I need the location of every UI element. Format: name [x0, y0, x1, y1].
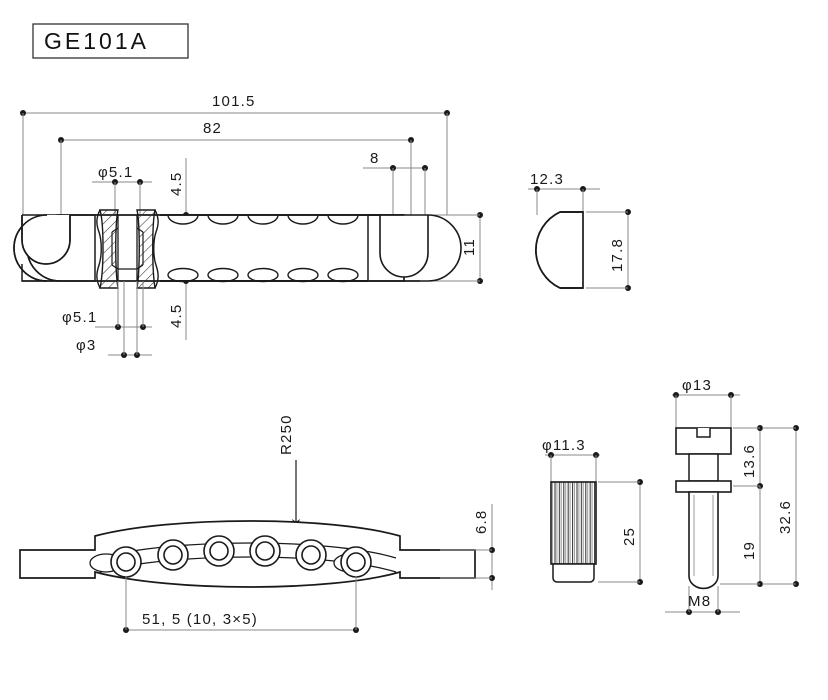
dimension-string-span-label: 51, 5 (10, 3×5) — [142, 611, 258, 628]
string-hole — [340, 546, 372, 578]
dimension-body-height: 11 — [432, 212, 483, 284]
dimension-overall-length-label: 101.5 — [212, 93, 256, 110]
dimension-offset-upper-label: 4.5 — [168, 172, 185, 196]
dimension-bolt-total-length-label: 32.6 — [777, 500, 794, 534]
string-hole — [110, 546, 142, 578]
dimension-bolt-shank-length: 19 — [720, 486, 763, 587]
title-block: GE101A — [32, 23, 189, 59]
bolt-neck — [688, 453, 719, 482]
dimension-bore-small: φ3 — [76, 281, 152, 358]
string-hole — [203, 535, 235, 567]
bolt-view: φ13 13.6 19 32.6 — [665, 377, 799, 615]
side-view: 12.3 17.8 — [528, 171, 631, 291]
dimension-bore-upper-label: φ5.1 — [98, 164, 133, 181]
dimension-hole-span-label: 82 — [203, 120, 222, 137]
dimension-bolt-shank-length-label: 19 — [741, 541, 758, 560]
dimension-side-height-label: 17.8 — [609, 238, 626, 272]
string-hole — [249, 535, 281, 567]
dimension-bolt-head-diameter: φ13 — [672, 377, 740, 428]
string-hole — [295, 539, 327, 571]
dimension-front-thickness-label: 6.8 — [473, 510, 490, 534]
dimension-side-width: 12.3 — [528, 171, 600, 215]
title-box-border — [32, 23, 189, 59]
dimension-thread-spec: M8 — [665, 586, 740, 615]
dimension-stud-diameter: φ11.3 — [542, 437, 600, 486]
string-holes — [110, 535, 372, 578]
dimension-bore-upper: φ5.1 — [92, 164, 152, 215]
dimension-body-height-label: 11 — [461, 238, 478, 256]
scallops-lower — [160, 267, 368, 283]
dimension-overall-length: 101.5 — [20, 93, 450, 215]
stud-view: φ11.3 25 — [542, 437, 643, 585]
bolt-thread-shank — [688, 491, 719, 590]
dimension-stud-height-label: 25 — [621, 527, 638, 546]
dimension-front-thickness: 6.8 — [440, 504, 495, 590]
scallops-upper — [160, 214, 404, 225]
dimension-notch-width-label: 8 — [370, 150, 380, 167]
left-notch — [13, 214, 96, 282]
dimension-stud-height: 25 — [598, 479, 643, 585]
front-view: R250 — [19, 414, 495, 633]
stud-base — [552, 563, 595, 583]
dimension-bore-lower-label: φ5.1 — [62, 309, 97, 326]
dimension-bolt-total-length: 32.6 — [762, 425, 799, 587]
dimension-side-height: 17.8 — [586, 209, 631, 291]
dimension-offset-lower-label: 4.5 — [168, 304, 185, 328]
side-dome-inner-arc — [535, 211, 561, 289]
dimension-bolt-head-length-label: 13.6 — [741, 444, 758, 478]
bolt-collar — [675, 480, 732, 493]
dimension-bore-lower: φ5.1 — [62, 281, 152, 330]
radius-callout: R250 — [278, 414, 301, 529]
part-number-label: GE101A — [44, 28, 149, 54]
dimension-bolt-head-length: 13.6 — [733, 425, 763, 489]
dimension-stud-diameter-label: φ11.3 — [542, 437, 586, 454]
dimension-thread-spec-label: M8 — [688, 593, 711, 610]
dimension-string-span: 51, 5 (10, 3×5) — [123, 576, 359, 633]
top-view: 101.5 82 8 φ5.1 — [13, 93, 483, 358]
dimension-bore-small-label: φ3 — [76, 337, 96, 354]
radius-label: R250 — [278, 414, 295, 455]
dimension-bolt-head-diameter-label: φ13 — [682, 377, 712, 394]
string-hole — [157, 539, 189, 571]
stud-knurled-body — [550, 481, 597, 565]
dimension-side-width-label: 12.3 — [530, 171, 564, 188]
section-hatch — [96, 209, 159, 289]
bolt-slot — [696, 428, 711, 438]
